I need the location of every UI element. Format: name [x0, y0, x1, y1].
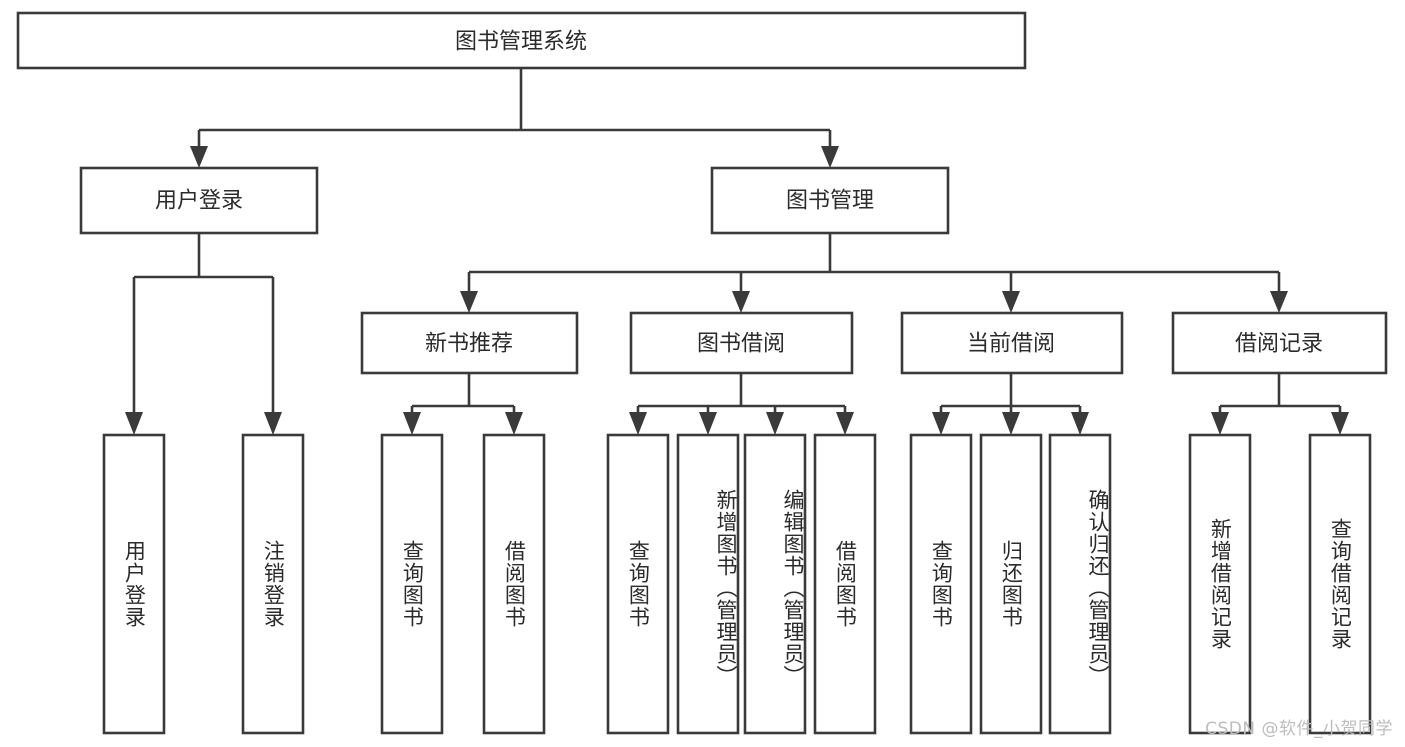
- leaf-box-add-book[interactable]: [676, 433, 740, 735]
- node-root-system[interactable]: 图书管理系统: [16, 11, 1027, 70]
- node-label-root: 图书管理系统: [455, 30, 587, 55]
- connector-new-book-recommend-to-leaves: [403, 373, 523, 435]
- node-label-book-borrow: 图书借阅: [697, 332, 785, 357]
- leaf-box-return-book[interactable]: [979, 433, 1043, 735]
- leaf-box-query-book-3[interactable]: [909, 433, 973, 735]
- node-book-management[interactable]: 图书管理: [710, 166, 950, 235]
- leaf-box-query-record[interactable]: [1308, 433, 1372, 735]
- node-current-borrow[interactable]: 当前借阅: [900, 311, 1124, 375]
- node-label-borrow-record: 借阅记录: [1235, 332, 1323, 357]
- leaf-box-user-login[interactable]: [102, 433, 166, 735]
- connector-user-login-to-leaves: [125, 233, 282, 435]
- node-label-book-management: 图书管理: [786, 189, 874, 214]
- node-book-borrow[interactable]: 图书借阅: [629, 311, 854, 375]
- leaf-box-borrow-book-2[interactable]: [813, 433, 877, 735]
- leaf-box-edit-book[interactable]: [743, 433, 807, 735]
- leaf-box-confirm-return[interactable]: [1048, 433, 1112, 735]
- connector-current-borrow-to-leaves: [932, 373, 1089, 435]
- node-label-user-login: 用户登录: [155, 189, 243, 214]
- leaf-box-borrow-book-1[interactable]: [482, 433, 546, 735]
- node-user-login[interactable]: 用户登录: [79, 166, 319, 235]
- leaf-box-query-book-1[interactable]: [380, 433, 444, 735]
- node-borrow-record[interactable]: 借阅记录: [1171, 311, 1388, 375]
- leaf-box-logout[interactable]: [241, 433, 305, 735]
- node-label-new-book-recommend: 新书推荐: [425, 332, 513, 357]
- node-label-current-borrow: 当前借阅: [967, 332, 1055, 357]
- connector-borrow-record-to-leaves: [1211, 373, 1349, 435]
- leaf-nodes-group: [102, 433, 1372, 735]
- connector-root-to-level2: [190, 68, 839, 168]
- connector-book-borrow-to-leaves: [629, 373, 854, 435]
- leaf-box-add-record[interactable]: [1188, 433, 1252, 735]
- csdn-watermark: CSDN @软件_小贺同学: [1205, 719, 1393, 739]
- connector-book-management-to-level3: [460, 233, 1288, 313]
- leaf-box-query-book-2[interactable]: [606, 433, 670, 735]
- node-new-book-recommend[interactable]: 新书推荐: [360, 311, 579, 375]
